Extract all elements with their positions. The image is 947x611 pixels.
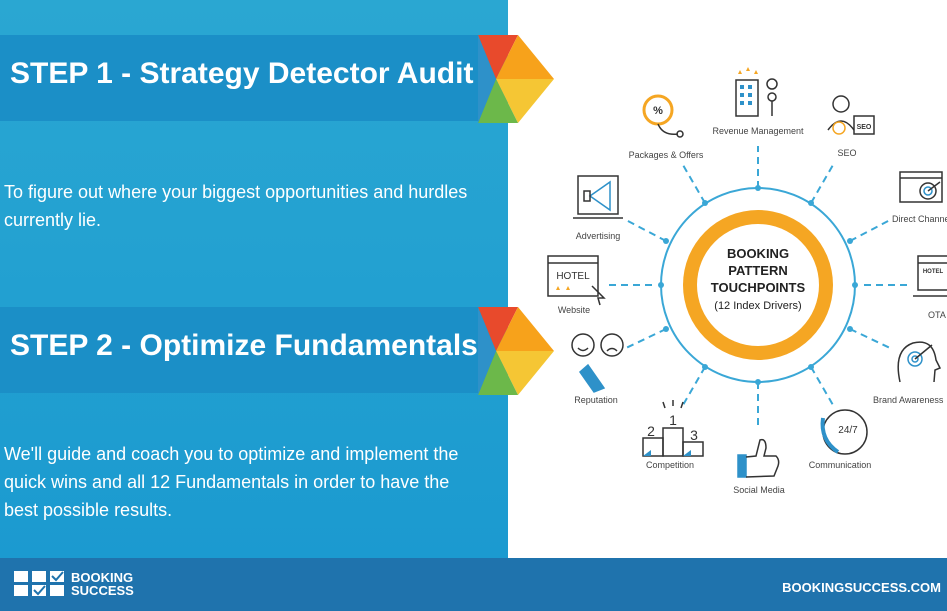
seo-label: SEO — [837, 148, 856, 158]
ota-icon — [913, 255, 947, 297]
step1-description: To figure out where your biggest opportu… — [4, 182, 468, 230]
podium-third: 3 — [690, 427, 698, 443]
advertising-icon — [573, 175, 623, 219]
competition-label: Competition — [646, 460, 694, 470]
step1-title: STEP 1 - Strategy Detector Audit — [10, 57, 474, 90]
step1-banner — [0, 35, 498, 121]
hub-line4: (12 Index Drivers) — [714, 300, 801, 312]
step1-prism-icon — [478, 35, 554, 123]
seo-icon — [827, 95, 875, 135]
booking-success-logo-icon — [14, 571, 64, 596]
direct-channel-label: Direct Channel — [892, 214, 947, 224]
packages-offers-icon — [642, 94, 684, 138]
hub-line1: BOOKING — [727, 246, 789, 261]
social-media-label: Social Media — [733, 485, 785, 495]
footer-website-link[interactable]: BOOKINGSUCCESS.COM — [782, 580, 941, 595]
footer-logo-text: BOOKING SUCCESS — [71, 571, 134, 597]
podium-first: 1 — [669, 412, 677, 428]
communication-hours-text: 24/7 — [838, 425, 858, 436]
advertising-label: Advertising — [576, 231, 621, 241]
step2-prism-icon — [478, 307, 554, 395]
revenue-management-label: Revenue Management — [712, 126, 804, 136]
reputation-label: Reputation — [574, 395, 618, 405]
step2-description: We'll guide and coach you to optimize an… — [4, 444, 459, 520]
website-icon — [547, 255, 606, 306]
direct-channel-icon — [899, 171, 943, 203]
packages-percent-text: % — [653, 105, 663, 117]
podium-second: 2 — [647, 423, 655, 439]
step2-title: STEP 2 - Optimize Fundamentals — [10, 329, 478, 362]
step2-banner — [0, 307, 498, 393]
social-media-icon — [737, 438, 780, 478]
ota-hotel-text: HOTEL — [923, 269, 944, 275]
ota-label: OTA — [928, 310, 946, 320]
revenue-management-icon — [735, 67, 778, 117]
ring-dots — [658, 185, 858, 385]
hub-line2: PATTERN — [728, 263, 787, 278]
touchpoints-diagram: BOOKING PATTERN TOUCHPOINTS (12 Index Dr… — [547, 67, 947, 495]
packages-offers-label: Packages & Offers — [629, 150, 704, 160]
logo-line2: SUCCESS — [71, 583, 134, 598]
seo-badge-text: SEO — [857, 124, 872, 131]
footer-bar — [0, 558, 947, 611]
hub-line3: TOUCHPOINTS — [711, 280, 806, 295]
brand-awareness-label: Brand Awareness — [873, 395, 944, 405]
reputation-icon — [571, 333, 624, 393]
communication-label: Communication — [809, 460, 872, 470]
website-hotel-text: HOTEL — [556, 271, 590, 282]
logo-line1: BOOKING — [71, 570, 134, 585]
connector-lines — [608, 146, 908, 430]
communication-icon — [820, 409, 868, 455]
hub-center — [697, 224, 819, 346]
competition-icon — [642, 400, 704, 457]
brand-awareness-icon — [897, 341, 942, 383]
website-label: Website — [558, 305, 590, 315]
